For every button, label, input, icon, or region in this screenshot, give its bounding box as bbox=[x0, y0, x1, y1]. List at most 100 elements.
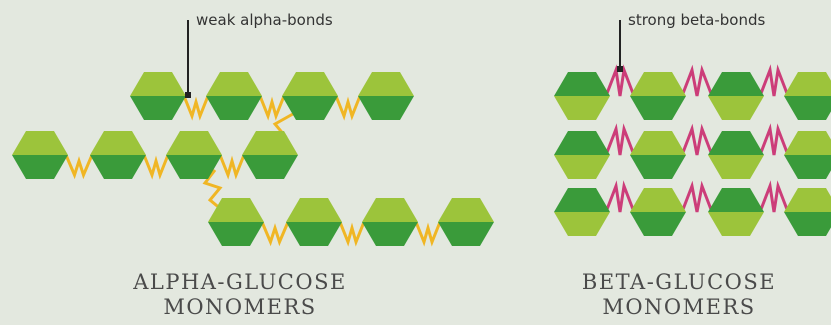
beta-monomer-r3-1-bottom bbox=[554, 212, 610, 236]
beta-monomer-r2-4-bottom bbox=[784, 155, 831, 179]
beta-monomer-r2-1 bbox=[554, 131, 610, 179]
beta-bond-r3-2 bbox=[680, 180, 714, 213]
alpha-monomer-r2-3-bottom bbox=[166, 155, 222, 179]
alpha-caption-line2: MONOMERS bbox=[163, 295, 317, 319]
alpha-monomer-r1-2-top bbox=[206, 72, 262, 96]
callouts-layer bbox=[185, 20, 623, 98]
alpha-bond-r2-1 bbox=[64, 154, 94, 180]
alpha-monomer-r3-1-top bbox=[208, 198, 264, 222]
beta-monomer-r2-3-top bbox=[708, 131, 764, 155]
alpha-monomer-r3-2-bottom bbox=[286, 222, 342, 246]
alpha-monomer-r1-3-top bbox=[282, 72, 338, 96]
alpha-monomer-r2-3 bbox=[166, 131, 222, 179]
beta-monomer-r2-3 bbox=[708, 131, 764, 179]
beta-monomer-r1-1-top bbox=[554, 72, 610, 96]
beta-monomer-r2-1-top bbox=[554, 131, 610, 155]
beta-bond-r2-1 bbox=[604, 123, 636, 156]
beta-bond-r3-3 bbox=[758, 180, 790, 213]
alpha-monomer-r2-1 bbox=[12, 131, 68, 179]
beta-monomer-r2-1-bottom bbox=[554, 155, 610, 179]
beta-bond-r3-1 bbox=[604, 180, 636, 213]
beta-monomer-r3-4-top bbox=[784, 188, 831, 212]
alpha-bond-r1-3 bbox=[334, 95, 362, 121]
beta-monomer-r1-3-top bbox=[708, 72, 764, 96]
beta-monomer-r1-2 bbox=[630, 72, 686, 120]
alpha-monomer-r3-2-top bbox=[286, 198, 342, 222]
alpha-monomer-r2-4 bbox=[242, 131, 298, 179]
alpha-callout-marker bbox=[185, 92, 191, 98]
beta-monomer-r3-4 bbox=[784, 188, 831, 236]
alpha-monomer-r1-4 bbox=[358, 72, 414, 120]
alpha-monomer-r1-2 bbox=[206, 72, 262, 120]
alpha-monomer-r1-1 bbox=[130, 72, 186, 120]
alpha-bond-r3-2 bbox=[338, 221, 366, 247]
alpha-monomer-r3-1-bottom bbox=[208, 222, 264, 246]
alpha-monomer-r2-2-bottom bbox=[90, 155, 146, 179]
beta-monomer-r3-3 bbox=[708, 188, 764, 236]
beta-monomer-r3-1-top bbox=[554, 188, 610, 212]
beta-monomer-r1-1-bottom bbox=[554, 96, 610, 120]
beta-caption-line2: MONOMERS bbox=[602, 295, 756, 319]
beta-bond-r2-2 bbox=[680, 123, 714, 156]
beta-monomer-r2-2 bbox=[630, 131, 686, 179]
beta-monomer-r2-4 bbox=[784, 131, 831, 179]
beta-bond-r2-3 bbox=[758, 123, 790, 156]
alpha-bond-r1-1 bbox=[182, 95, 210, 121]
monomers-layer bbox=[12, 72, 831, 246]
alpha-glucose-caption: ALPHA-GLUCOSE MONOMERS bbox=[90, 270, 390, 320]
beta-monomer-r2-4-top bbox=[784, 131, 831, 155]
alpha-monomer-r3-3-bottom bbox=[362, 222, 418, 246]
beta-monomer-r3-1 bbox=[554, 188, 610, 236]
alpha-caption-line1: ALPHA-GLUCOSE bbox=[133, 270, 347, 294]
beta-monomer-r3-3-bottom bbox=[708, 212, 764, 236]
beta-monomer-r1-2-bottom bbox=[630, 96, 686, 120]
alpha-monomer-r2-2-top bbox=[90, 131, 146, 155]
beta-bond-r1-3 bbox=[758, 64, 790, 97]
beta-monomer-r1-2-top bbox=[630, 72, 686, 96]
beta-monomer-r3-3-top bbox=[708, 188, 764, 212]
alpha-monomer-r1-3 bbox=[282, 72, 338, 120]
beta-monomer-r1-4-top bbox=[784, 72, 831, 96]
alpha-bond-r1-2 bbox=[258, 95, 286, 121]
alpha-monomer-r1-1-bottom bbox=[130, 96, 186, 120]
beta-monomer-r2-2-top bbox=[630, 131, 686, 155]
alpha-monomer-r1-2-bottom bbox=[206, 96, 262, 120]
beta-monomer-r1-4-bottom bbox=[784, 96, 831, 120]
alpha-monomer-r2-4-top bbox=[242, 131, 298, 155]
bonds-layer bbox=[64, 64, 790, 247]
alpha-monomer-r1-4-bottom bbox=[358, 96, 414, 120]
alpha-monomer-r3-1 bbox=[208, 198, 264, 246]
alpha-monomer-r2-1-top bbox=[12, 131, 68, 155]
alpha-monomer-r3-4-top bbox=[438, 198, 494, 222]
beta-bond-r1-2 bbox=[680, 64, 714, 97]
alpha-monomer-r3-3 bbox=[362, 198, 418, 246]
beta-monomer-r3-2-bottom bbox=[630, 212, 686, 236]
alpha-monomer-r3-4-bottom bbox=[438, 222, 494, 246]
alpha-monomer-r1-4-top bbox=[358, 72, 414, 96]
alpha-monomer-r1-3-bottom bbox=[282, 96, 338, 120]
alpha-monomer-r3-4 bbox=[438, 198, 494, 246]
alpha-bond-r3-1 bbox=[260, 221, 290, 247]
beta-caption-line1: BETA-GLUCOSE bbox=[581, 270, 777, 294]
beta-monomer-r1-3-bottom bbox=[708, 96, 764, 120]
alpha-bond-link-2 bbox=[202, 169, 223, 212]
beta-monomer-r1-4 bbox=[784, 72, 831, 120]
alpha-monomer-r2-1-bottom bbox=[12, 155, 68, 179]
beta-monomer-r1-3 bbox=[708, 72, 764, 120]
alpha-bond-r2-2 bbox=[142, 154, 170, 180]
alpha-monomer-r1-1-top bbox=[130, 72, 186, 96]
beta-monomer-r3-2-top bbox=[630, 188, 686, 212]
beta-monomer-r3-4-bottom bbox=[784, 212, 831, 236]
alpha-monomer-r2-2 bbox=[90, 131, 146, 179]
beta-callout-marker bbox=[617, 66, 623, 72]
beta-monomer-r1-1 bbox=[554, 72, 610, 120]
alpha-bond-r3-3 bbox=[414, 221, 442, 247]
beta-bonds-label: strong beta-bonds bbox=[628, 11, 766, 29]
beta-bond-r1-1 bbox=[604, 64, 636, 97]
beta-monomer-r2-2-bottom bbox=[630, 155, 686, 179]
beta-monomer-r2-3-bottom bbox=[708, 155, 764, 179]
alpha-monomer-r2-4-bottom bbox=[242, 155, 298, 179]
alpha-monomer-r2-3-top bbox=[166, 131, 222, 155]
